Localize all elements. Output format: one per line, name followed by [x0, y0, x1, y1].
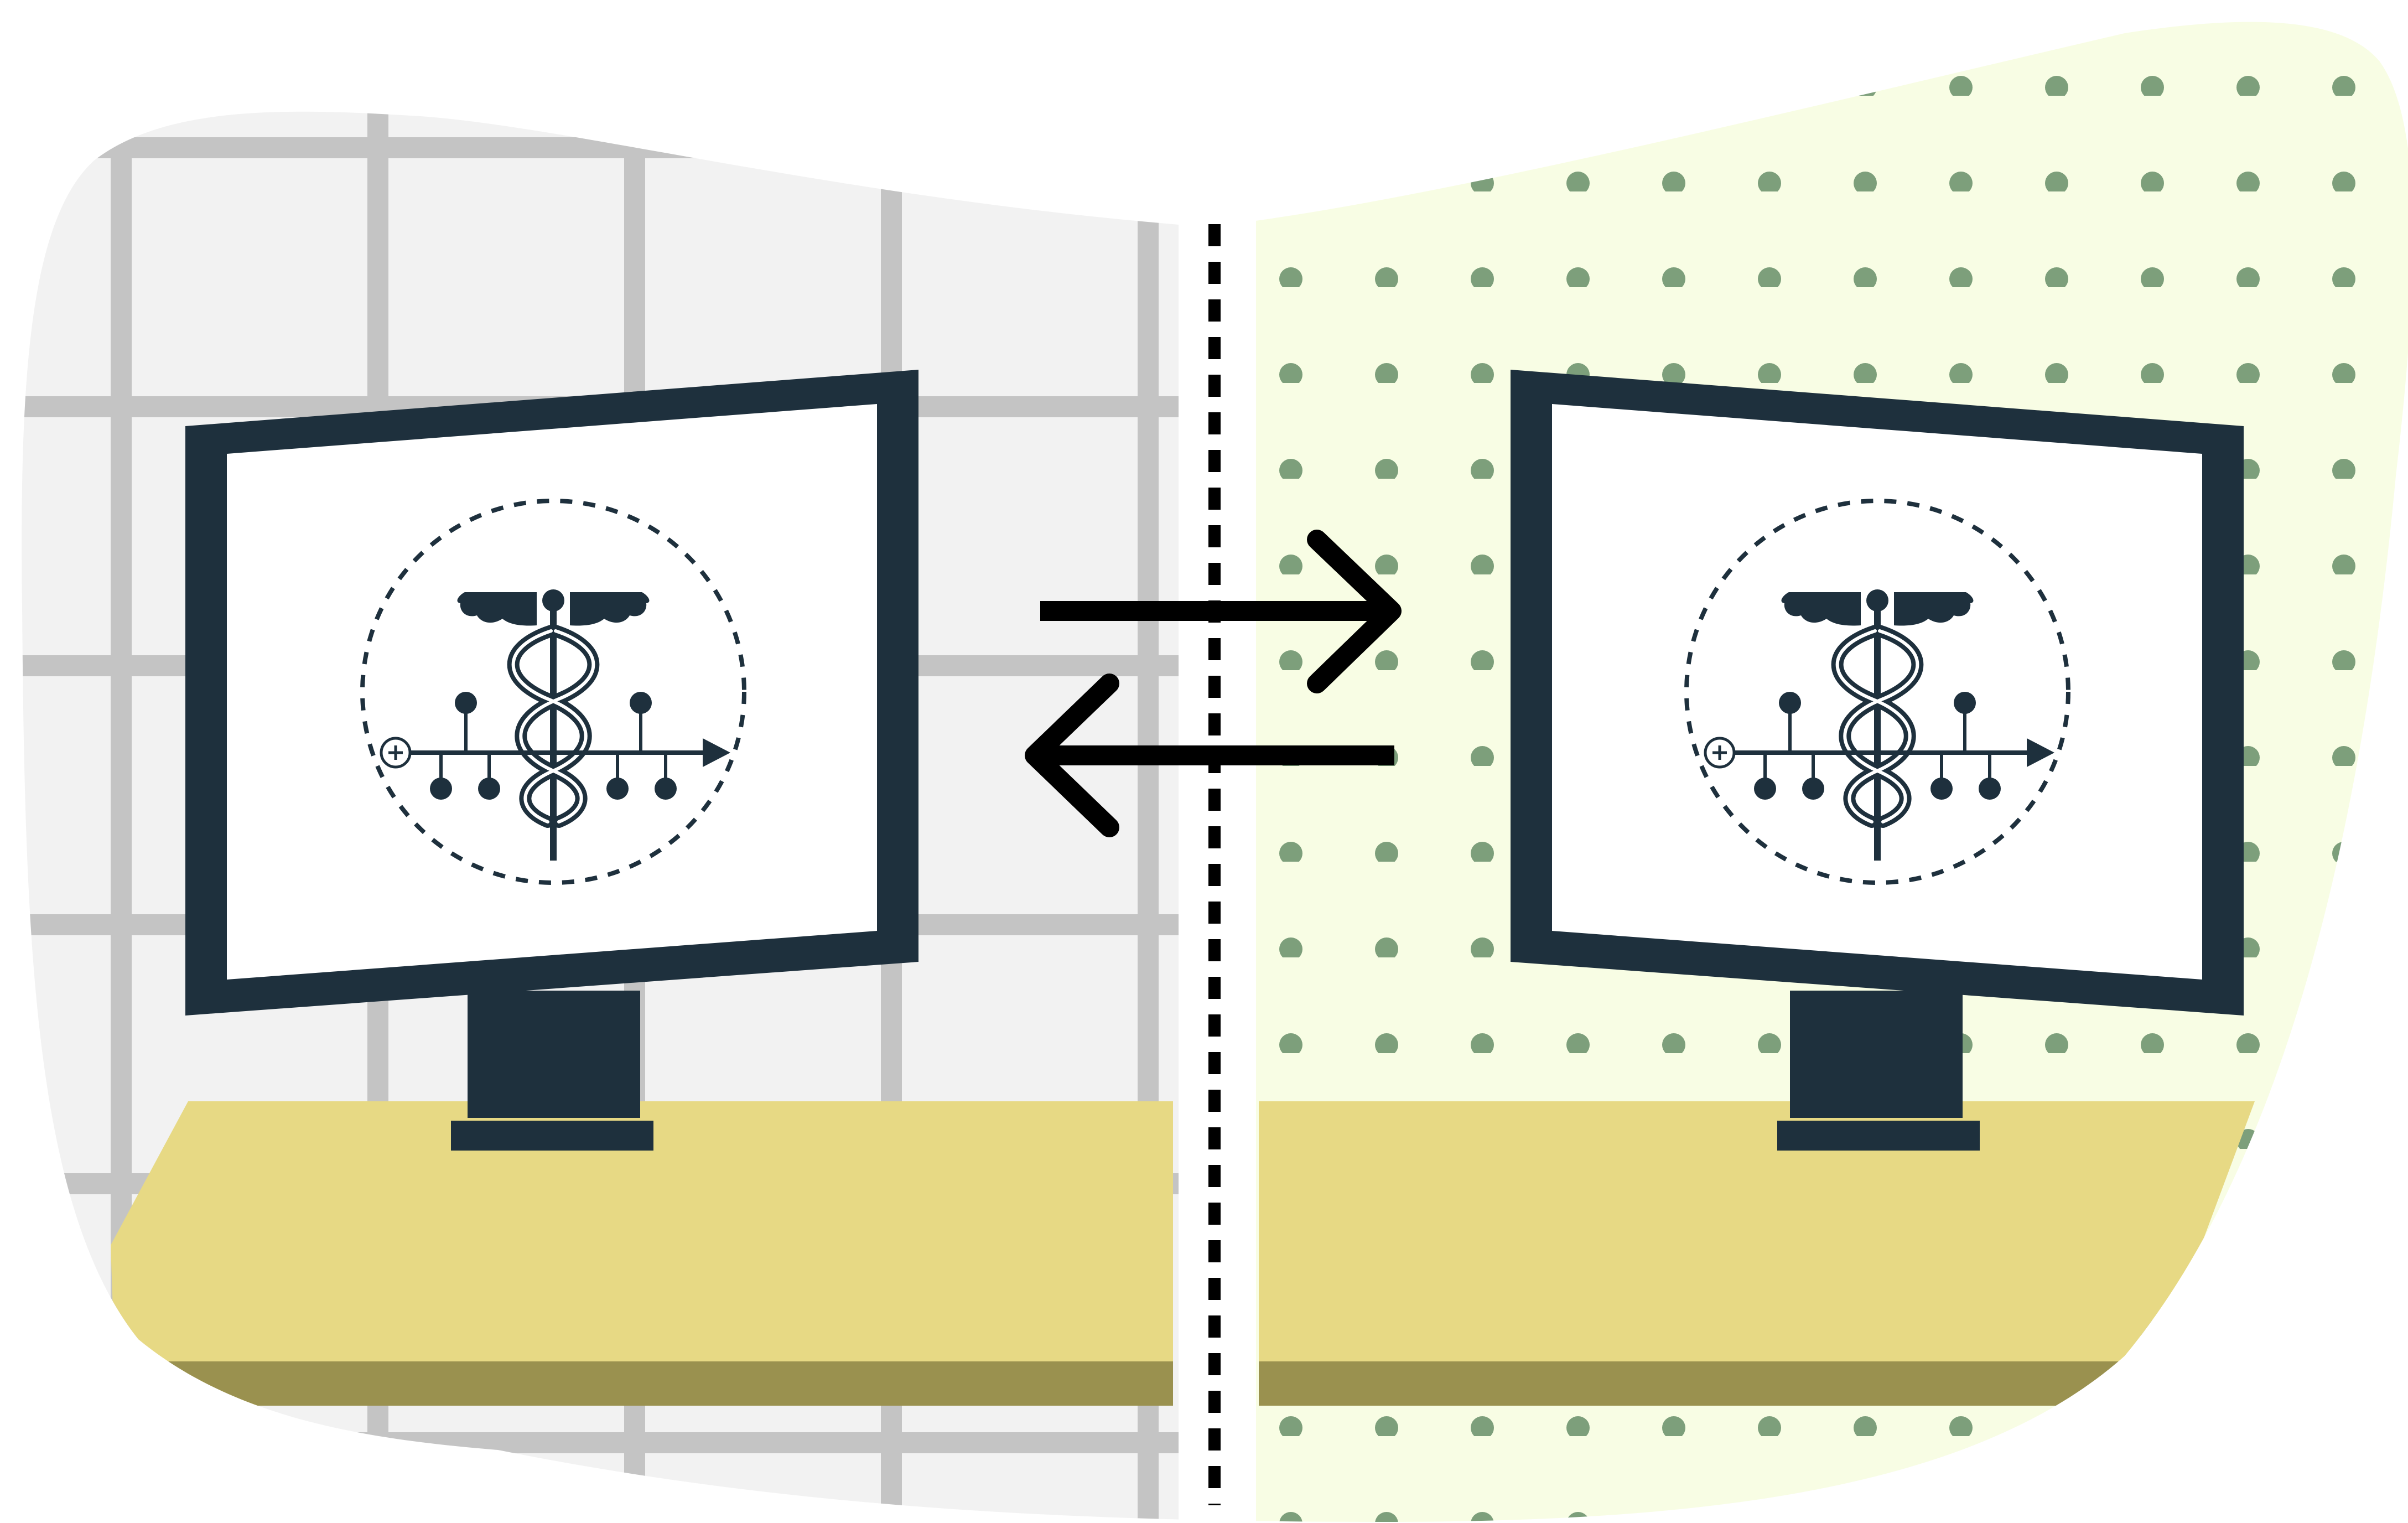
- right-monitor: [1511, 370, 2244, 1151]
- left-monitor: [185, 370, 918, 1151]
- right-monitor-base: [1777, 1121, 1980, 1151]
- right-monitor-stand: [1790, 991, 1963, 1118]
- left-arrow-icon: [1025, 674, 1394, 837]
- right-arrow-icon: [1040, 530, 1402, 693]
- desk: [22, 1101, 2255, 1406]
- left-monitor-stand: [468, 991, 640, 1118]
- left-monitor-base: [451, 1121, 653, 1151]
